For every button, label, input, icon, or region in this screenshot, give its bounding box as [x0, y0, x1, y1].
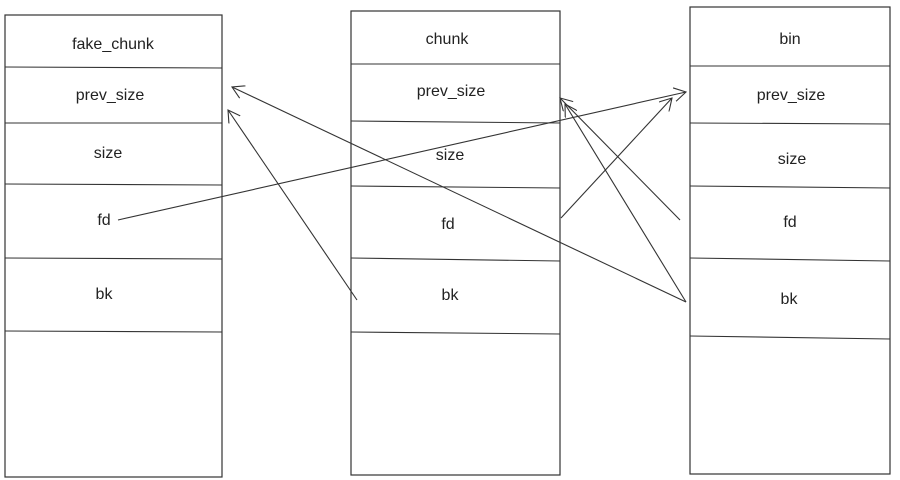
arrow-chunk-bk-to-fake	[228, 110, 358, 301]
fake-chunk-bk-label: bk	[96, 286, 114, 303]
chunk-separator	[350, 120, 561, 124]
fake-chunk-separator	[4, 66, 223, 69]
fake-chunk-title: fake_chunk	[72, 36, 155, 53]
chunk-column: chunk prev_size size fd bk	[350, 10, 561, 476]
bin-separator	[689, 122, 891, 125]
fake-chunk-fd-label: fd	[97, 212, 110, 229]
bin-title: bin	[779, 31, 800, 48]
bin-separator	[689, 257, 891, 262]
fake-chunk-prev-size-label: prev_size	[76, 87, 145, 104]
fake-chunk-separator	[4, 330, 223, 333]
bin-prev-size-label: prev_size	[757, 87, 826, 104]
fake-chunk-column: fake_chunk prev_size size fd bk	[4, 14, 223, 478]
chunk-bk-label: bk	[442, 287, 460, 304]
bin-size-label: size	[778, 151, 807, 168]
bin-separator	[689, 335, 891, 340]
chunk-prev-size-label: prev_size	[417, 83, 486, 100]
bin-box	[689, 6, 891, 475]
arrow-bin-fd-to-chunk	[560, 98, 681, 221]
bin-column: bin prev_size size fd bk	[689, 6, 891, 475]
bin-separator	[689, 185, 891, 189]
chunk-separator	[350, 257, 561, 262]
chunk-separator	[350, 185, 561, 189]
chunk-size-label: size	[436, 147, 465, 164]
bin-fd-label: fd	[783, 214, 796, 231]
chunk-title: chunk	[426, 31, 470, 48]
bin-bk-label: bk	[781, 291, 799, 308]
arrow-bin-bk-to-fake	[232, 87, 687, 303]
fake-chunk-separator	[4, 257, 223, 260]
arrow-chunk-fd-to-bin	[560, 98, 672, 219]
chunk-fd-label: fd	[441, 216, 454, 233]
fake-chunk-separator	[4, 183, 223, 186]
fake-chunk-size-label: size	[94, 145, 123, 162]
chunk-separator	[350, 331, 561, 335]
pointer-arrows	[117, 87, 687, 303]
fake-chunk-box	[4, 14, 223, 478]
arrow-bin-bk-to-chunk	[565, 104, 687, 303]
arrow-fake-fd-to-bin	[117, 92, 686, 221]
chunk-box	[350, 10, 561, 476]
